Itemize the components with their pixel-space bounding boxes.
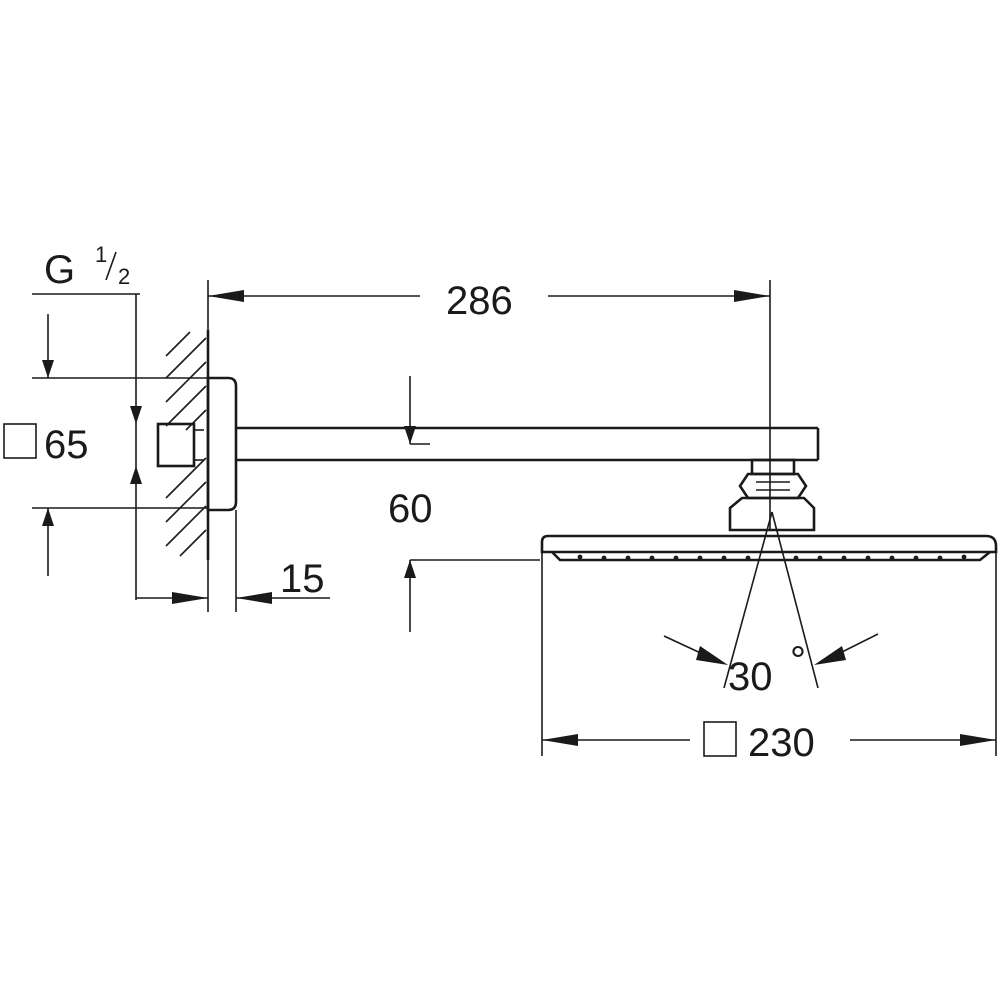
dim-arm-length: 286 [207, 279, 771, 530]
thread-fitting [156, 422, 196, 468]
wall-connector [156, 422, 204, 468]
degree-symbol: ° [790, 639, 806, 683]
fraction-slash [105, 251, 117, 281]
dim-spray-angle: 30 ° [663, 511, 879, 699]
flange-depth-value: 15 [280, 557, 325, 601]
drop-value: 60 [388, 487, 433, 531]
shower-arm [236, 426, 820, 462]
wall-flange [206, 376, 238, 512]
dim-flange-depth: 15 [136, 510, 330, 612]
square-symbol-icon [703, 721, 737, 757]
head-square-value: 230 [748, 721, 815, 765]
flange-square-value: 65 [44, 423, 89, 467]
nozzle-row [577, 554, 967, 561]
shower-head [540, 534, 998, 562]
dim-drop: 60 [388, 376, 540, 632]
wall-hatching [165, 331, 207, 557]
spray-angle-value: 30 [728, 655, 773, 699]
arm-length-value: 286 [446, 279, 513, 323]
dim-head-square: 230 [541, 542, 997, 765]
dim-thread: G 1 2 [32, 242, 142, 600]
dim-flange-square: 65 [3, 314, 208, 576]
thread-denominator: 2 [118, 264, 130, 289]
ball-joint [728, 458, 816, 532]
thread-letter: G [44, 248, 75, 292]
wall-section [165, 330, 210, 560]
thread-numerator: 1 [95, 242, 107, 267]
square-symbol-icon [3, 423, 37, 459]
